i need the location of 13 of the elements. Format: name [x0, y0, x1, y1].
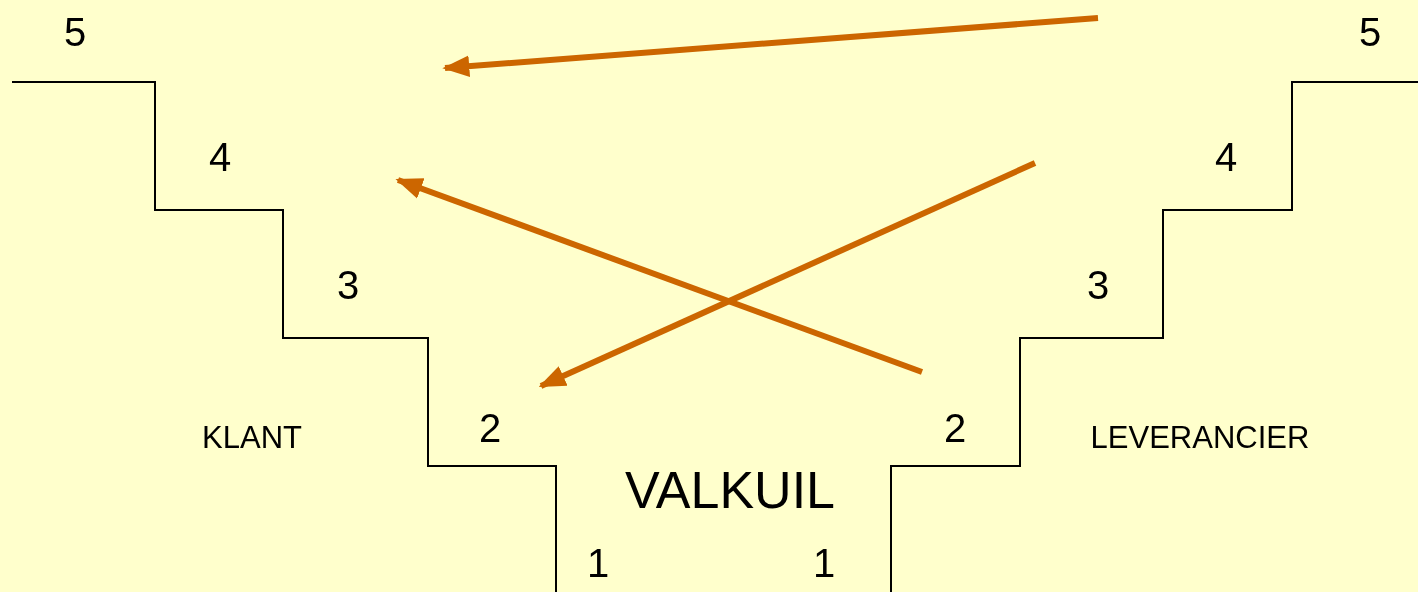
- step-number: 4: [208, 137, 232, 177]
- step-number: 4: [1214, 137, 1238, 177]
- step-number: 3: [1086, 265, 1110, 305]
- side-label: LEVERANCIER: [1090, 421, 1310, 453]
- step-number: 2: [478, 408, 502, 448]
- step-number: 3: [336, 265, 360, 305]
- step-number: 5: [1358, 12, 1382, 52]
- step-number: 5: [63, 12, 87, 52]
- step-number: 1: [586, 543, 610, 583]
- step-number: 2: [943, 408, 967, 448]
- side-label: KLANT: [202, 421, 302, 453]
- center-label: VALKUIL: [625, 464, 835, 516]
- step-number: 1: [812, 543, 836, 583]
